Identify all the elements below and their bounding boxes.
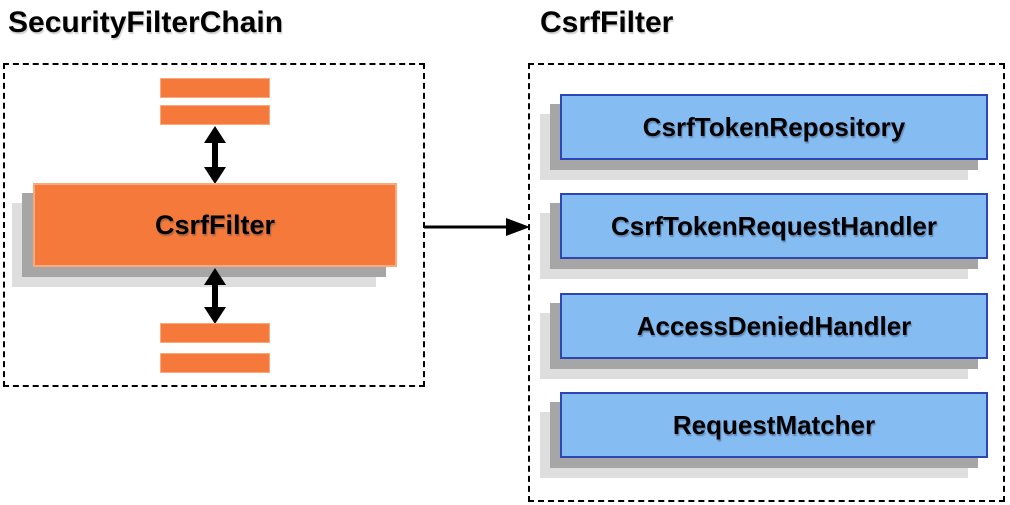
csrf-filter-box-label: CsrfFilter <box>154 209 276 240</box>
component-request-matcher: RequestMatcher <box>560 392 988 458</box>
component-label: AccessDeniedHandler <box>636 310 912 341</box>
double-arrow-icon <box>204 268 226 324</box>
flow-arrow-icon <box>424 218 530 236</box>
csrf-filter-container <box>528 63 1005 502</box>
filter-bar <box>160 105 270 125</box>
security-filter-chain-container <box>3 63 425 387</box>
filter-bar <box>160 353 270 373</box>
filter-bar <box>160 323 270 343</box>
csrf-filter-title: CsrfFilter <box>540 6 674 39</box>
csrf-filter-box: CsrfFilter <box>33 183 397 267</box>
double-arrow-icon <box>204 126 226 184</box>
component-access-denied-handler: AccessDeniedHandler <box>560 293 988 359</box>
component-csrf-token-request-handler: CsrfTokenRequestHandler <box>560 193 988 259</box>
component-label: CsrfTokenRequestHandler <box>610 210 938 241</box>
component-csrf-token-repository: CsrfTokenRepository <box>560 94 988 160</box>
filter-bar <box>160 78 270 98</box>
component-label: CsrfTokenRepository <box>642 111 906 142</box>
security-filter-chain-title: SecurityFilterChain <box>8 6 284 39</box>
component-label: RequestMatcher <box>672 409 876 440</box>
